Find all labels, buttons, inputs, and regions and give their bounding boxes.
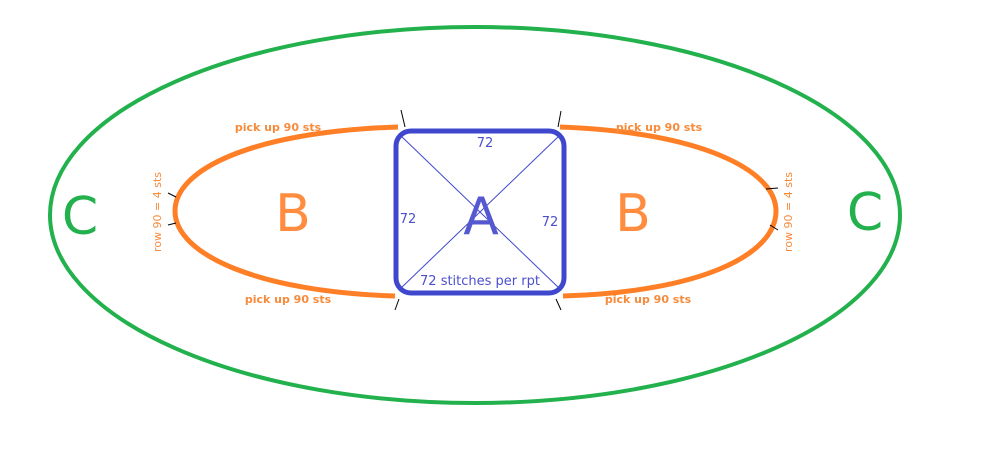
outer-ellipse-c xyxy=(48,25,902,405)
right-arc-b xyxy=(559,124,779,299)
pickup-label-bottom-right: pick up 90 sts xyxy=(605,293,692,306)
region-b-left: B xyxy=(275,184,311,244)
square-left-label: 72 xyxy=(400,212,417,227)
tick-marks xyxy=(167,109,779,311)
pickup-label-top-left: pick up 90 sts xyxy=(235,121,322,134)
left-arc-b xyxy=(172,124,399,299)
square-top-label: 72 xyxy=(477,136,494,151)
diagonal-line xyxy=(399,134,561,290)
region-b-right: B xyxy=(615,184,651,244)
row-label-left: row 90 = 4 sts xyxy=(151,172,164,252)
square-bottom-label: 72 stitches per rpt xyxy=(420,274,540,289)
row-label-right: row 90 = 4 sts xyxy=(782,172,795,252)
square-a xyxy=(393,128,567,296)
region-a: A xyxy=(463,187,499,247)
region-c-left: C xyxy=(62,187,98,247)
pickup-label-top-right: pick up 90 sts xyxy=(616,121,703,134)
pickup-label-bottom-left: pick up 90 sts xyxy=(245,293,332,306)
region-c-right: C xyxy=(847,183,883,243)
square-right-label: 72 xyxy=(542,215,559,230)
